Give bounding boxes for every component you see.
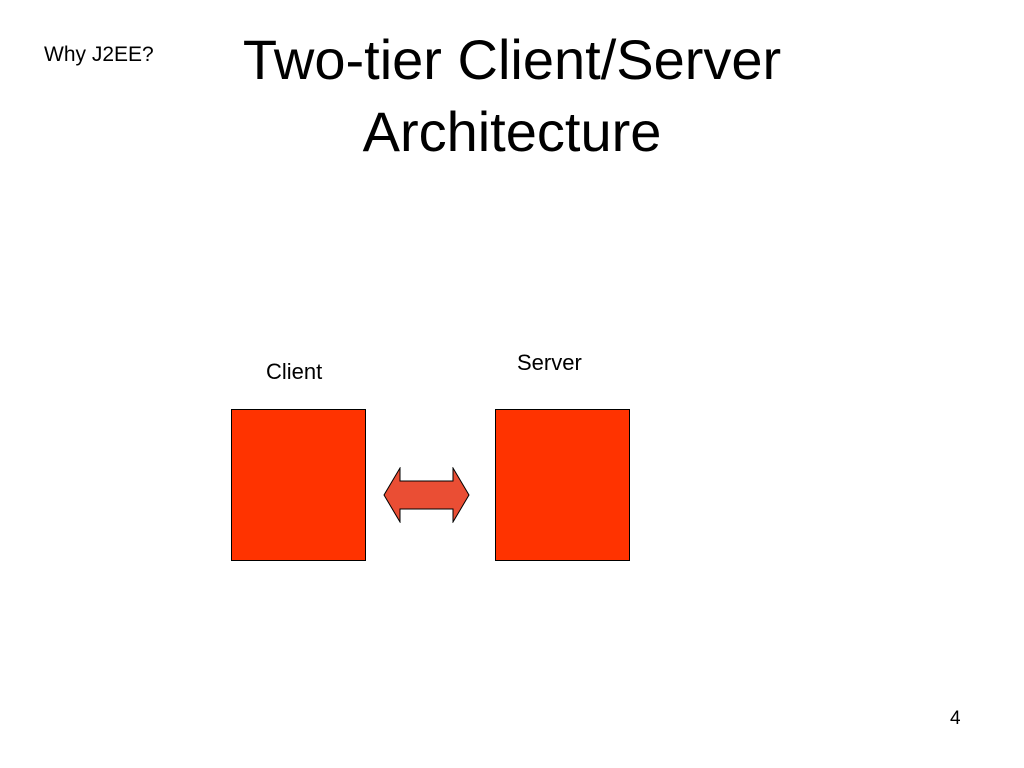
title-line-2: Architecture — [362, 100, 662, 163]
bidirectional-arrow-icon — [383, 467, 470, 523]
page-number: 4 — [950, 708, 961, 729]
server-label: Server — [517, 350, 582, 375]
title-line-1: Two-tier Client/Server — [242, 28, 782, 91]
server-box — [495, 409, 630, 561]
slide-title: Two-tier Client/Server Architecture — [162, 24, 862, 168]
client-box — [231, 409, 366, 561]
arrow-shape — [383, 467, 470, 523]
section-label: Why J2EE? — [44, 43, 154, 66]
client-label: Client — [266, 359, 323, 384]
